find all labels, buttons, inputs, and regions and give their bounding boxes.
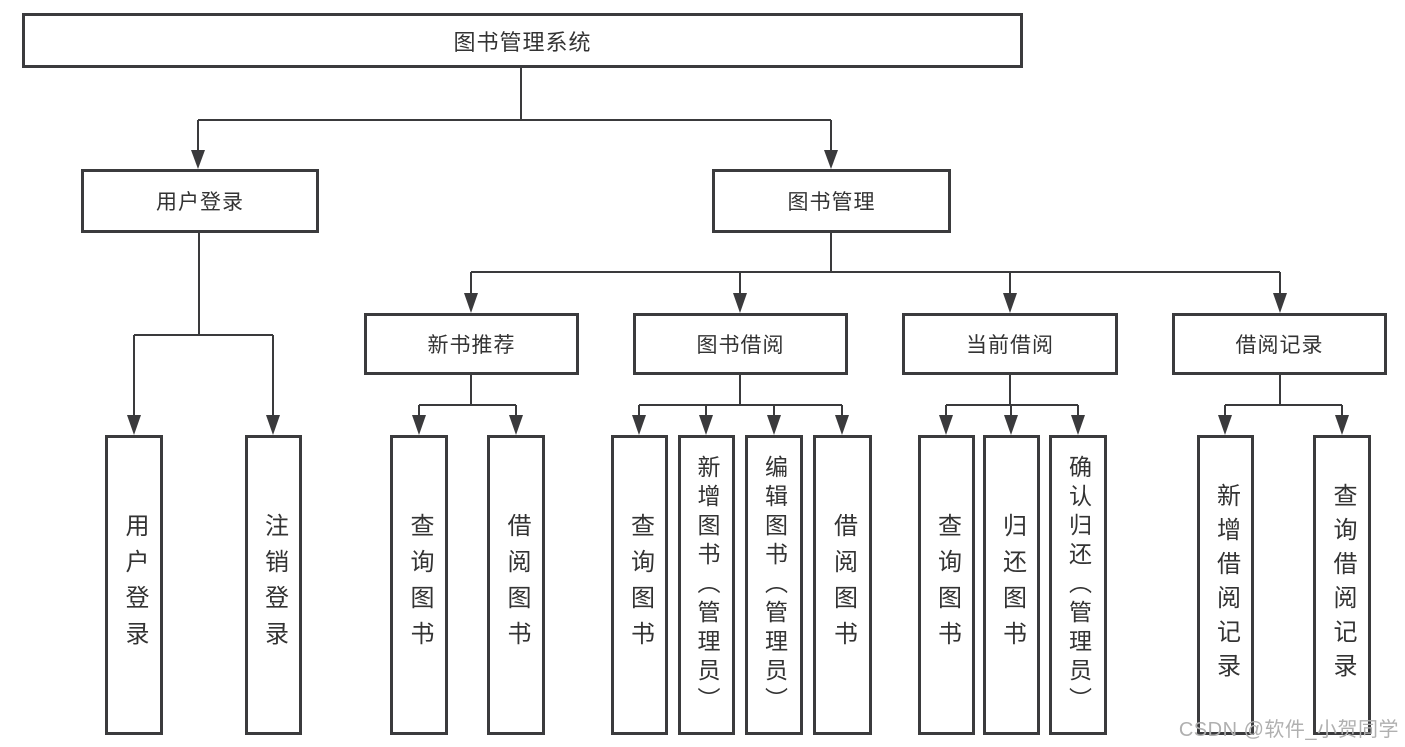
leaf-label: 查询图书 (626, 513, 654, 657)
leaf-user-login: 用户登录 (105, 435, 163, 735)
leaf-label: 借阅图书 (829, 513, 857, 657)
leaf-label: 确认归还（管理员） (1065, 454, 1092, 716)
node-library-management-system: 图书管理系统 (22, 13, 1023, 68)
connector-borrow-record-to-leaves (1218, 375, 1349, 435)
leaf-label: 新增借阅记录 (1212, 483, 1240, 687)
leaf-add-books-admin: 新增图书（管理员） (678, 435, 735, 735)
node-book-management-branch: 图书管理 (712, 169, 951, 233)
connector-user-login-to-leaves (127, 233, 280, 435)
node-label: 图书管理系统 (453, 29, 592, 55)
leaf-logout: 注销登录 (245, 435, 302, 735)
node-book-borrowing: 图书借阅 (633, 313, 848, 375)
leaf-query-books-3: 查询图书 (918, 435, 975, 735)
leaf-label: 用户登录 (121, 513, 148, 657)
leaf-query-borrow-record: 查询借阅记录 (1313, 435, 1371, 735)
leaf-add-borrow-record: 新增借阅记录 (1197, 435, 1254, 735)
node-label: 新书推荐 (427, 334, 516, 357)
leaf-label: 查询图书 (933, 513, 961, 657)
leaf-label: 编辑图书（管理员） (761, 454, 788, 716)
node-label: 用户登录 (156, 191, 244, 214)
node-label: 图书管理 (787, 191, 876, 214)
connector-root-to-level2 (191, 68, 838, 169)
connector-book-management-to-level3 (464, 233, 1287, 313)
leaf-confirm-return-admin: 确认归还（管理员） (1049, 435, 1107, 735)
node-label: 图书借阅 (696, 334, 785, 357)
node-label: 当前借阅 (966, 334, 1054, 357)
connector-current-borrow-to-leaves (939, 375, 1085, 435)
node-new-book-recommend: 新书推荐 (364, 313, 579, 375)
leaf-label: 查询图书 (406, 513, 433, 657)
leaf-query-books-2: 查询图书 (611, 435, 668, 735)
leaf-query-books-1: 查询图书 (390, 435, 448, 735)
leaf-label: 新增图书（管理员） (694, 454, 720, 716)
leaf-borrow-books-2: 借阅图书 (813, 435, 872, 735)
node-borrowing-records: 借阅记录 (1172, 313, 1387, 375)
csdn-watermark: CSDN @软件_小贺同学 (1178, 719, 1399, 741)
leaf-label: 注销登录 (260, 513, 288, 657)
leaf-return-books: 归还图书 (983, 435, 1040, 735)
leaf-label: 查询借阅记录 (1329, 483, 1356, 687)
leaf-borrow-books-1: 借阅图书 (487, 435, 545, 735)
node-current-borrowing: 当前借阅 (902, 313, 1118, 375)
leaf-label: 借阅图书 (503, 513, 530, 657)
leaf-edit-books-admin: 编辑图书（管理员） (745, 435, 803, 735)
node-user-login-branch: 用户登录 (81, 169, 319, 233)
connector-new-book-to-leaves (412, 375, 523, 435)
leaf-label: 归还图书 (998, 513, 1026, 657)
node-label: 借阅记录 (1235, 334, 1324, 357)
connector-book-borrow-to-leaves (632, 375, 849, 435)
